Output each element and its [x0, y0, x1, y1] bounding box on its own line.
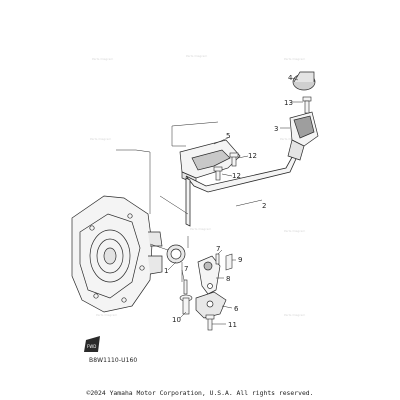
watermark-text: Parts Diagram — [284, 57, 305, 61]
part-pin-7a — [215, 253, 220, 265]
part-bolt-12a — [229, 152, 239, 167]
callout-number: 10 — [172, 316, 181, 324]
watermark-text: Parts Diagram — [186, 54, 207, 58]
callout-number: 3 — [274, 125, 278, 133]
part-bolt-11 — [205, 314, 215, 331]
part-joint — [195, 291, 227, 319]
leader-lines — [167, 77, 303, 325]
watermark-text: Parts Diagram — [90, 137, 111, 141]
part-bolt-12b — [213, 166, 223, 181]
part-bolt-13 — [302, 96, 312, 114]
callout-number: 12 — [248, 152, 257, 160]
watermark-text: Parts Diagram — [92, 57, 113, 61]
callout-number: 6 — [234, 305, 239, 313]
callout-number: 13 — [284, 99, 293, 107]
part-oil-seal — [166, 244, 186, 282]
callout-number: 5 — [226, 132, 230, 140]
callout-number: 7 — [184, 265, 188, 273]
callout-number: 9 — [238, 256, 242, 264]
callout-number: 1 — [164, 267, 168, 275]
part-spring-9 — [225, 253, 233, 271]
forward-badge-label: FWD — [87, 344, 96, 349]
part-pin-7b — [183, 279, 188, 295]
callout-number: 11 — [228, 321, 237, 329]
forward-direction-badge: FWD — [84, 336, 100, 352]
copyright-notice: ©2024 Yamaha Motor Corporation, U.S.A. A… — [86, 389, 314, 397]
part-shift-arm — [197, 255, 221, 295]
diagram-reference-code: B8W1110-U160 — [89, 357, 138, 364]
part-shift-lever — [287, 111, 319, 161]
watermark-text: Parts Diagram — [284, 229, 305, 233]
crankcase-cover — [71, 195, 163, 313]
watermark-layer: Parts Diagram Parts Diagram Parts Diagra… — [90, 54, 305, 317]
watermark-text: Parts Diagram — [190, 227, 211, 231]
callout-number: 8 — [226, 275, 230, 283]
part-bolt-10 — [179, 294, 193, 315]
callout-number: 4 — [288, 74, 293, 82]
watermark-text: Parts Diagram — [96, 313, 117, 317]
callout-number: 7 — [216, 245, 220, 253]
part-shift-knob — [292, 71, 316, 91]
watermark-text: Parts Diagram — [284, 313, 305, 317]
callout-number: 12 — [232, 172, 241, 180]
callout-number: 2 — [262, 202, 266, 210]
watermark-text: Parts Diagram — [280, 137, 301, 141]
